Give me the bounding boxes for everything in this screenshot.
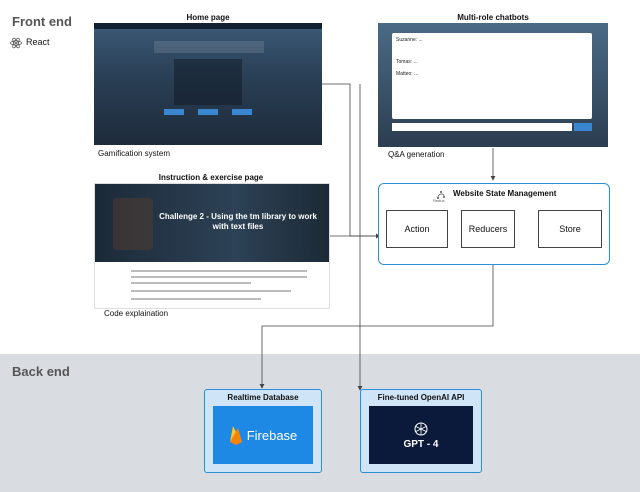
chat-send-button[interactable] <box>574 123 592 131</box>
instruction-page-title: Instruction & exercise page <box>158 173 264 182</box>
realtime-database-box: Realtime Database Firebase <box>204 389 322 473</box>
challenge-text: Challenge 2 - Using the tm library to wo… <box>159 212 317 231</box>
home-page-title: Home page <box>186 13 230 22</box>
instruction-page-caption: Code explaination <box>104 309 169 318</box>
chatbots-title: Multi-role chatbots <box>457 13 529 22</box>
chat-message: Suzanne: ... <box>396 37 423 43</box>
chatbots-screenshot: Suzanne: ... Tomas: ... Matteo: ... <box>378 23 608 147</box>
chat-message: Matteo: ... <box>396 71 419 77</box>
firebase-icon <box>229 426 242 445</box>
action-node: Action <box>386 210 448 248</box>
firebase-logo: Firebase <box>213 406 313 464</box>
instruction-page-screenshot: Challenge 2 - Using the tm library to wo… <box>94 183 330 309</box>
openai-api-box: Fine-tuned OpenAI API GPT - 4 <box>360 389 482 473</box>
gpt4-logo: GPT - 4 <box>369 406 473 464</box>
redux-icon <box>435 188 447 200</box>
home-page-caption: Gamification system <box>98 149 171 158</box>
react-icon <box>10 36 22 49</box>
chat-message: Tomas: ... <box>396 59 418 65</box>
gpt4-label: GPT - 4 <box>403 438 439 450</box>
backend-title: Back end <box>12 364 70 379</box>
react-label: React <box>26 37 50 47</box>
openai-icon <box>414 421 428 436</box>
reducers-node: Reducers <box>461 210 515 248</box>
chatbots-caption: Q&A generation <box>388 150 445 159</box>
home-page-screenshot <box>94 23 322 145</box>
redux-label: Redux <box>433 198 445 203</box>
firebase-label: Firebase <box>246 427 298 443</box>
openai-api-title: Fine-tuned OpenAI API <box>377 393 465 402</box>
realtime-database-title: Realtime Database <box>227 393 299 402</box>
store-node: Store <box>538 210 602 248</box>
frontend-title: Front end <box>12 14 72 29</box>
state-management-title: Website State Management <box>453 189 557 198</box>
chat-input[interactable] <box>392 123 572 131</box>
